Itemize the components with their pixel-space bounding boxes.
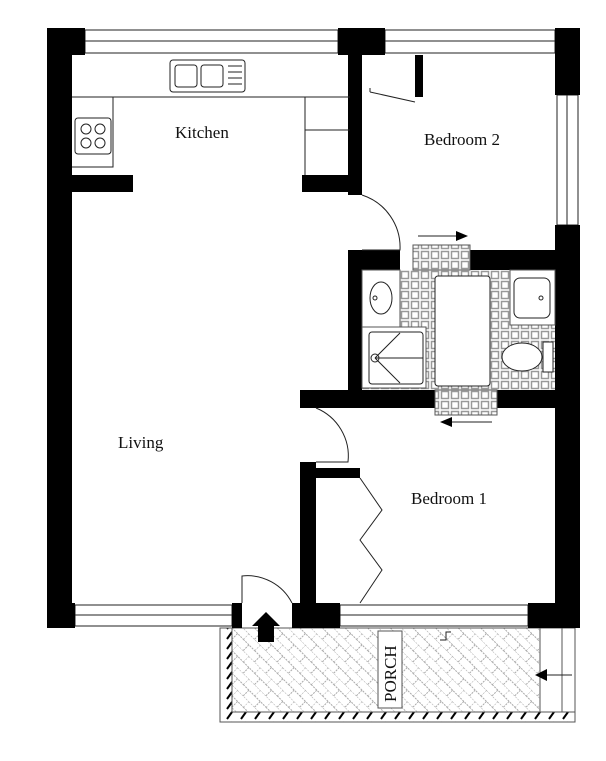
doors xyxy=(241,88,416,642)
sink-icon xyxy=(169,59,246,93)
room-label-bedroom-1: Bedroom 1 xyxy=(411,489,487,508)
arrow-left-icon xyxy=(440,417,492,427)
porch: PORCH xyxy=(219,627,576,723)
kitchen-fittings xyxy=(72,59,350,175)
hob-icon xyxy=(74,117,112,155)
room-label-bedroom-2: Bedroom 2 xyxy=(424,130,500,149)
walls xyxy=(47,28,580,628)
entry-arrow-icon xyxy=(535,669,572,681)
windows xyxy=(74,29,579,627)
bathroom xyxy=(361,231,556,427)
room-label-living: Living xyxy=(118,433,164,452)
entrance-arrow-icon xyxy=(252,612,280,642)
room-label-porch: PORCH xyxy=(381,645,400,702)
arrow-right-icon xyxy=(418,231,468,241)
room-label-kitchen: Kitchen xyxy=(175,123,229,142)
